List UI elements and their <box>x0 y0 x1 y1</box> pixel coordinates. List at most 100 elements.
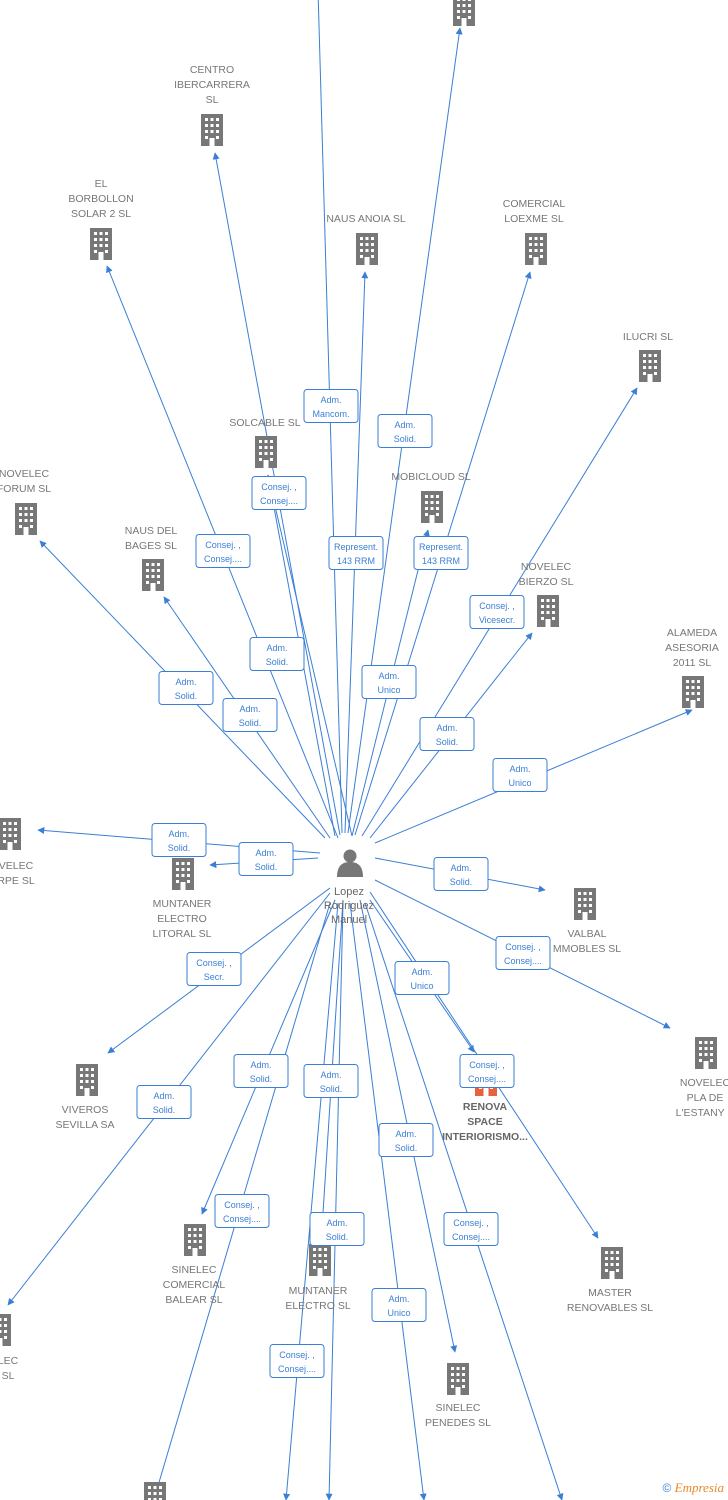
edge-label-bottom-offscreen-2[interactable]: Consej. ,Consej.... <box>269 1344 325 1378</box>
edge-label-muntaner-electro[interactable]: Adm.Solid. <box>303 1064 359 1098</box>
building-icon <box>453 0 475 26</box>
brand-name[interactable]: Empresia <box>674 1480 724 1495</box>
node-bottom-offscreen-1[interactable] <box>144 1482 166 1500</box>
building-icon <box>144 1482 166 1500</box>
person-icon <box>337 849 363 877</box>
edge-label-novelec-pla-estany[interactable]: Consej. ,Consej.... <box>495 936 551 970</box>
edge-label-box <box>361 665 417 699</box>
edge-label-solcable[interactable]: Represent.143 RRM <box>328 536 384 570</box>
edge-bottom-offscreen-5 <box>364 902 564 1500</box>
edge-label-text: Consej. ,Consej.... <box>223 1200 261 1224</box>
edge-label-novelec-forum[interactable]: Adm.Solid. <box>158 671 214 705</box>
edge-label-text: Represent.143 RRM <box>334 542 378 566</box>
edge-label-ilucri[interactable]: Consej. ,Vicesecr. <box>469 595 525 629</box>
edge-label-text: Adm.Unico <box>508 764 531 788</box>
edge-label-muntaner-electro-litoral[interactable]: Adm.Solid. <box>238 842 294 876</box>
edge-label-text: Consej. ,Consej.... <box>204 540 242 564</box>
edge-label-novelec-arpe[interactable]: Adm.Solid. <box>151 823 207 857</box>
edge-label-el-borbollon[interactable]: Consej. ,Consej.... <box>195 534 251 568</box>
node-label: ILUCRI SL <box>623 331 673 343</box>
edge-label-comercial-loexme[interactable]: Represent.143 RRM <box>413 536 469 570</box>
edge-label-naus-del-bages[interactable]: Adm.Solid. <box>222 698 278 732</box>
edge-labels-layer: Adm.Solid.Adm.Solid.Consej. ,Consej....A… <box>136 389 551 1378</box>
copyright-symbol: © <box>662 1481 672 1495</box>
edge-label-box <box>214 1194 270 1228</box>
footer-brand: © Empresia <box>662 1480 724 1496</box>
edge-label-novelec-bierzo[interactable]: Adm.Solid. <box>419 717 475 751</box>
building-icon <box>15 503 37 535</box>
edge-label-box <box>222 698 278 732</box>
edge-label-text: Consej. ,Vicesecr. <box>479 601 515 625</box>
edge-label-master-renovables[interactable]: Consej. ,Consej.... <box>459 1054 515 1088</box>
edge-label-text: Consej. ,Consej.... <box>260 482 298 506</box>
edge-label-centro-ibercarrera[interactable]: Adm.Solid. <box>249 637 305 671</box>
edge-label-text: Adm.Solid. <box>255 848 278 872</box>
edge-label-text: Adm.Unico <box>377 671 400 695</box>
edge-label-solcable[interactable]: Consej. ,Consej.... <box>251 476 307 510</box>
edge-label-naus-anoia[interactable]: Adm.Mancom. <box>303 389 359 423</box>
edge-label-valbal-immobles[interactable]: Adm.Solid. <box>433 857 489 891</box>
edge-label-text: Adm.Solid. <box>320 1070 343 1094</box>
edge-solcable <box>266 475 353 837</box>
edge-bottom-offscreen-2 <box>283 902 339 1500</box>
edge-label-bottom-offscreen-4[interactable]: Adm.Unico <box>371 1288 427 1322</box>
building-icon <box>201 114 223 146</box>
edge-label-sinelec-comercial-balear[interactable]: Adm.Solid. <box>233 1054 289 1088</box>
node-label: SOLCABLE SL <box>229 417 300 429</box>
edge-label-sinelec-penedes[interactable]: Adm.Solid. <box>378 1123 434 1157</box>
edge-label-text: Consej. ,Secr. <box>196 958 232 982</box>
edge-label-box <box>371 1288 427 1322</box>
node-mobicloud[interactable]: MOBICLOUD SL <box>391 471 471 523</box>
edge-label-alameda-asesoria[interactable]: Adm.Unico <box>492 758 548 792</box>
edge-label-box <box>377 414 433 448</box>
node-solcable[interactable]: SOLCABLE SL <box>229 417 301 468</box>
edge-label-bottom-offscreen-5[interactable]: Consej. ,Consej.... <box>443 1212 499 1246</box>
edge-label-box <box>269 1344 325 1378</box>
node-naus-anoia[interactable]: NAUS ANOIA SL <box>326 213 406 265</box>
edge-label-bottom-offscreen-3[interactable]: Adm.Solid. <box>309 1212 365 1246</box>
edge-label-text: Consej. ,Consej.... <box>468 1060 506 1084</box>
node-top-right-offscreen[interactable] <box>453 0 475 26</box>
edge-label-text: Adm.Unico <box>410 967 433 991</box>
edge-label-top-right-offscreen[interactable]: Adm.Solid. <box>377 414 433 448</box>
building-icon <box>255 436 277 468</box>
edge-label-bottom-offscreen-1[interactable]: Consej. ,Consej.... <box>214 1194 270 1228</box>
building-icon <box>421 491 443 523</box>
building-icon <box>0 1314 11 1346</box>
edge-label-box <box>249 637 305 671</box>
edge-label-novelec-left-bottom[interactable]: Adm.Solid. <box>136 1085 192 1119</box>
edge-label-viveros-sevilla[interactable]: Consej. ,Secr. <box>186 952 242 986</box>
building-icon <box>447 1363 469 1395</box>
edge-label-text: Represent.143 RRM <box>419 542 463 566</box>
building-icon <box>682 676 704 708</box>
edge-label-renova-space[interactable]: Adm.Unico <box>394 961 450 995</box>
edge-label-mobicloud[interactable]: Adm.Unico <box>361 665 417 699</box>
node-ilucri[interactable]: ILUCRI SL <box>623 331 673 382</box>
